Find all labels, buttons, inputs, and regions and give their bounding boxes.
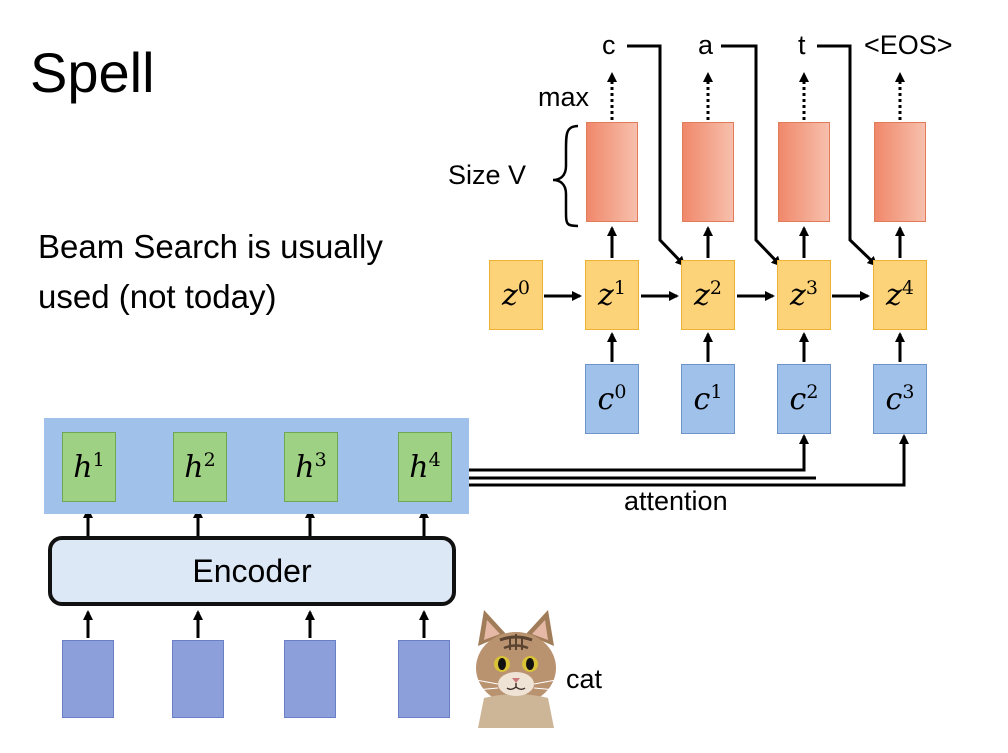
- input-frame-1: [62, 640, 114, 718]
- output-distribution-3: [778, 122, 830, 222]
- context-c3: c3: [873, 364, 927, 434]
- context-c0: c0: [585, 364, 639, 434]
- attention-label: attention: [624, 486, 728, 516]
- decoder-state-z1: z1: [585, 260, 639, 330]
- input-frame-2: [172, 640, 224, 718]
- output-char-c: c: [602, 30, 616, 60]
- hidden-h2: h2: [173, 432, 227, 502]
- size-v-label: Size V: [448, 160, 527, 190]
- slide-title: Spell: [30, 41, 155, 104]
- output-char-t: t: [798, 30, 806, 60]
- context-c2: c2: [777, 364, 831, 434]
- hidden-h3: h3: [284, 432, 338, 502]
- encoder-block: Encoder: [48, 536, 456, 606]
- hidden-h1: h1: [62, 432, 116, 502]
- beam-search-note: Beam Search is usually used (not today): [38, 228, 383, 315]
- hidden-h4: h4: [398, 432, 452, 502]
- context-c1: c1: [681, 364, 735, 434]
- output-distribution-2: [682, 122, 734, 222]
- output-char-eos: <EOS>: [864, 30, 953, 60]
- cat-photo: [470, 606, 562, 728]
- output-char-a: a: [698, 30, 714, 60]
- output-distribution-4: [874, 122, 926, 222]
- encoder-label: Encoder: [192, 552, 312, 589]
- input-label-cat: cat: [566, 664, 603, 694]
- decoder-state-z2: z2: [681, 260, 735, 330]
- decoder-state-z3: z3: [777, 260, 831, 330]
- input-frame-4: [398, 640, 450, 718]
- max-label: max: [538, 82, 590, 112]
- decoder-state-z4: z4: [873, 260, 927, 330]
- input-frame-3: [284, 640, 336, 718]
- decoder-state-z0: z0: [489, 260, 543, 330]
- output-distribution-1: [586, 122, 638, 222]
